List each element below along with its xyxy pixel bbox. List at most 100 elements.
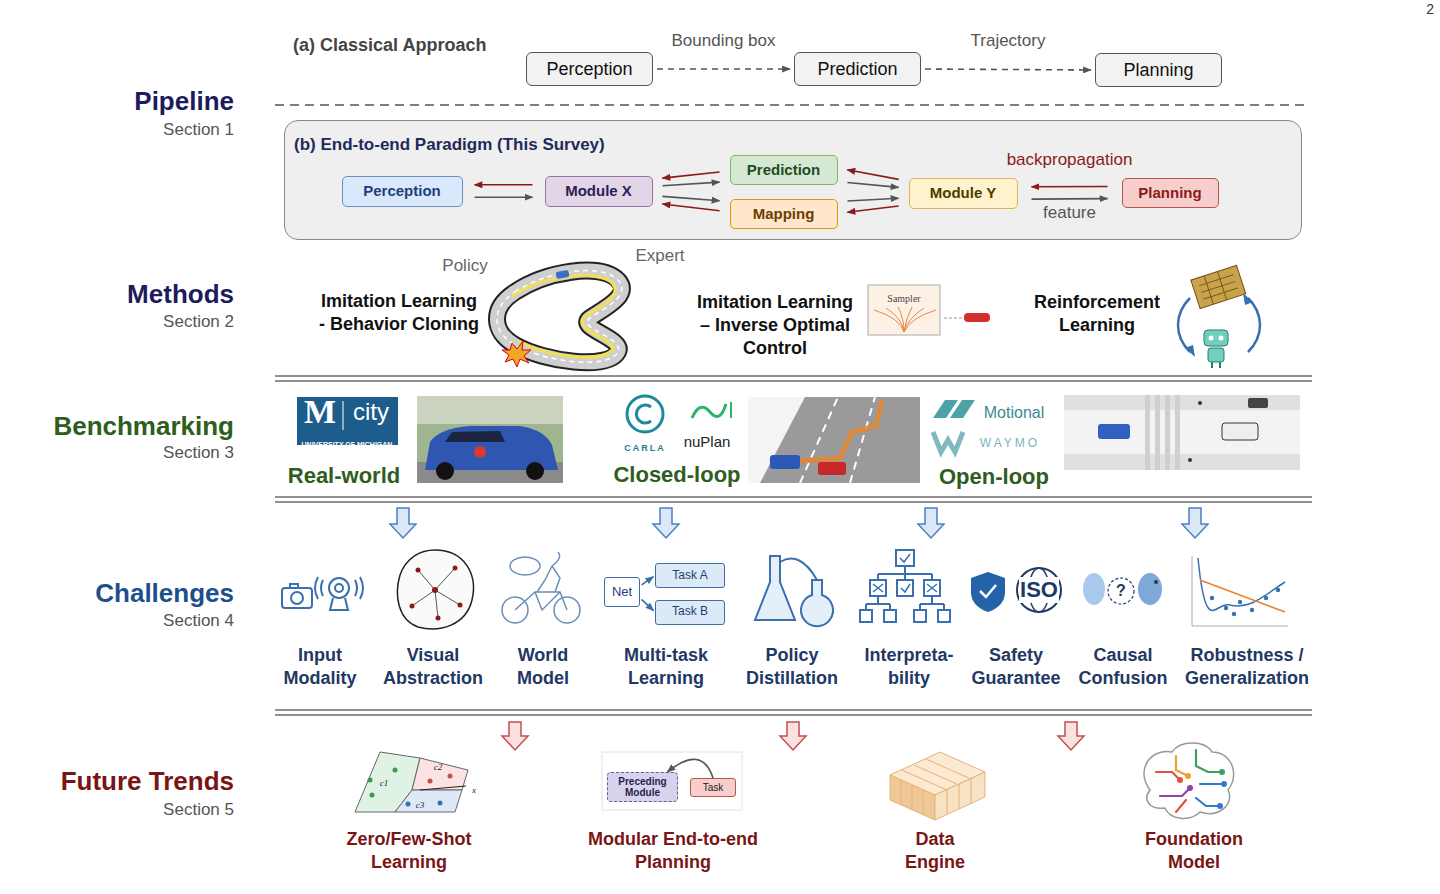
abstraction-icon <box>436 616 441 621</box>
label-holder: c2 <box>430 756 446 774</box>
label-holder: nuPlan <box>677 433 737 451</box>
generalization-plot <box>1264 596 1268 600</box>
reinforcement-illustration <box>1191 265 1246 308</box>
flow-arrow <box>1058 722 1084 750</box>
label-holder: ? <box>1114 581 1128 600</box>
sensor-icon <box>315 577 363 599</box>
generalization-plot <box>1192 626 1288 627</box>
world-model-icon <box>510 557 540 575</box>
label-holder: M <box>300 392 340 433</box>
zero-shot-icon <box>355 752 420 812</box>
label-holder: Policy Distillation <box>736 644 848 690</box>
module-box: Module X <box>545 176 653 207</box>
label-holder: Reinforcement Learning <box>1022 291 1172 337</box>
box-label: Task A <box>672 569 707 583</box>
connector <box>641 599 653 610</box>
logo-text: CARLA <box>624 443 666 454</box>
zero-shot-icon <box>370 793 375 798</box>
benchmark-type: Real-world <box>288 463 400 489</box>
sampler-illustration <box>874 307 936 332</box>
label-holder: Data Engine <box>895 828 975 874</box>
interpretability-icon <box>878 566 932 580</box>
box-label: Prediction <box>747 161 820 178</box>
label-holder: Section 3 <box>84 443 234 463</box>
zero-shot-icon <box>420 786 466 790</box>
vehicle-photo <box>445 431 505 442</box>
generalization-plot <box>1192 556 1193 626</box>
aerial-photo <box>1064 410 1300 454</box>
label-holder: Foundation Model <box>1139 828 1249 874</box>
logo-text: M <box>304 392 336 433</box>
label-holder: CARLA <box>615 437 675 455</box>
label-holder: Zero/Few-Shot Learning <box>339 828 479 874</box>
section-divider <box>275 714 1312 716</box>
label-holder: Interpreta- bility <box>857 644 961 690</box>
module-box: Preceding Module <box>607 772 678 802</box>
trend-name: Data Engine <box>895 828 975 874</box>
label-holder: Expert <box>620 246 700 266</box>
nuplan-logo <box>692 404 726 418</box>
reinforcement-illustration <box>1219 336 1224 341</box>
abstraction-icon <box>412 568 460 618</box>
section-number: Section 5 <box>163 800 234 820</box>
section-heading: Methods <box>127 279 234 310</box>
cluster-label: c1 <box>380 778 389 789</box>
section-number: Section 2 <box>163 312 234 332</box>
label-holder: Bounding box <box>672 31 776 51</box>
flow-arrow <box>502 722 1084 750</box>
carla-logo <box>636 405 651 423</box>
aerial-photo <box>1145 395 1180 470</box>
label-holder: Challenges <box>14 578 234 609</box>
race-track-illustration <box>556 270 570 279</box>
section-divider <box>275 380 1312 382</box>
abstraction-icon <box>397 550 473 629</box>
zero-shot-icon <box>368 778 373 783</box>
label-holder: Robustness / Generalization <box>1181 644 1313 690</box>
challenge-name: Visual Abstraction <box>377 644 489 690</box>
vehicle-photo <box>526 462 544 480</box>
logo-text: Motional <box>984 403 1044 422</box>
sampler-illustration <box>944 318 962 319</box>
flow-arrow <box>918 508 944 538</box>
zero-shot-icon <box>406 802 411 807</box>
simulation-render <box>748 397 920 483</box>
box-label: Perception <box>363 182 441 199</box>
foundation-model-icon <box>1185 773 1191 779</box>
challenge-name: Interpreta- bility <box>857 644 961 690</box>
section-number: Section 3 <box>163 443 234 463</box>
foundation-model-icon <box>1176 800 1186 812</box>
generalization-plot <box>1200 580 1285 612</box>
distillation-icon <box>801 580 833 626</box>
box-label: Preceding Module <box>611 776 674 799</box>
challenge-name: Safety Guarantee <box>960 644 1072 690</box>
label-holder: Section 2 <box>84 312 234 332</box>
interpretability-icon <box>860 550 950 622</box>
method-name: Reinforcement Learning <box>1022 291 1172 337</box>
nuplan-logo <box>730 402 732 418</box>
distillation-icon <box>755 556 795 620</box>
reinforcement-illustration <box>1185 345 1195 357</box>
sampler-illustration <box>868 285 990 335</box>
aerial-photo <box>1064 395 1300 470</box>
edge-label: feature <box>1043 203 1096 223</box>
trend-name: Modular End-to-end Planning <box>581 828 766 874</box>
challenge-name: Causal Confusion <box>1067 644 1179 690</box>
module-box: Perception <box>342 176 463 207</box>
foundation-model-icon <box>1144 743 1234 818</box>
foundation-model-icon <box>1156 772 1180 780</box>
generalization-plot <box>1250 608 1254 612</box>
foundation-model-icon <box>1217 803 1223 809</box>
trend-name: Foundation Model <box>1139 828 1249 874</box>
section-heading: Future Trends <box>61 766 234 797</box>
race-track-illustration <box>497 270 622 367</box>
label-holder: Open-loop <box>926 464 1062 490</box>
sampler-illustration <box>886 308 904 332</box>
reinforcement-illustration <box>1209 336 1214 341</box>
challenge-name: World Model <box>493 644 593 690</box>
label-holder: 2 <box>1394 0 1434 18</box>
simulation-render <box>790 400 882 462</box>
label-holder: feature <box>1043 203 1096 223</box>
simulation-render <box>770 455 800 469</box>
nuplan-logo <box>692 402 731 418</box>
sampler-illustration <box>898 307 904 332</box>
